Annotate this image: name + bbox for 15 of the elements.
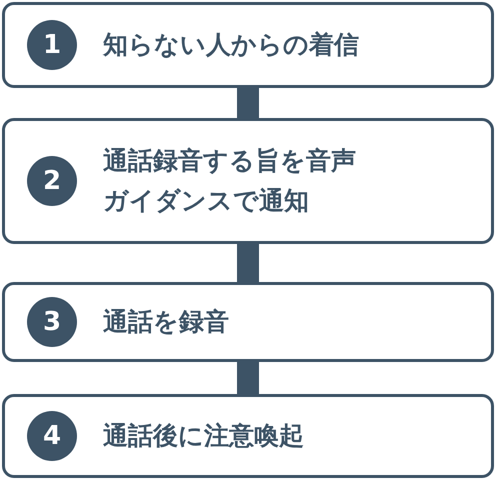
- step-number-circle: 1: [27, 20, 77, 70]
- step-box: [2, 394, 494, 478]
- step-text: 知らない人からの着信: [103, 29, 360, 61]
- step-text: 通話を録音: [103, 306, 230, 338]
- connector-bar: [237, 244, 259, 282]
- connector-bar: [237, 362, 259, 394]
- step-number-circle: 3: [27, 297, 77, 347]
- step-text: 通話後に注意喚起: [103, 420, 305, 452]
- connector-bar: [237, 88, 259, 118]
- step-number-circle: 2: [27, 156, 77, 206]
- step-box: [2, 2, 494, 88]
- step-box: [2, 282, 494, 362]
- step-text: 通話録音する旨を音声ガイダンスで通知: [103, 145, 357, 217]
- step-box: [2, 118, 494, 244]
- step-number-circle: 4: [27, 411, 77, 461]
